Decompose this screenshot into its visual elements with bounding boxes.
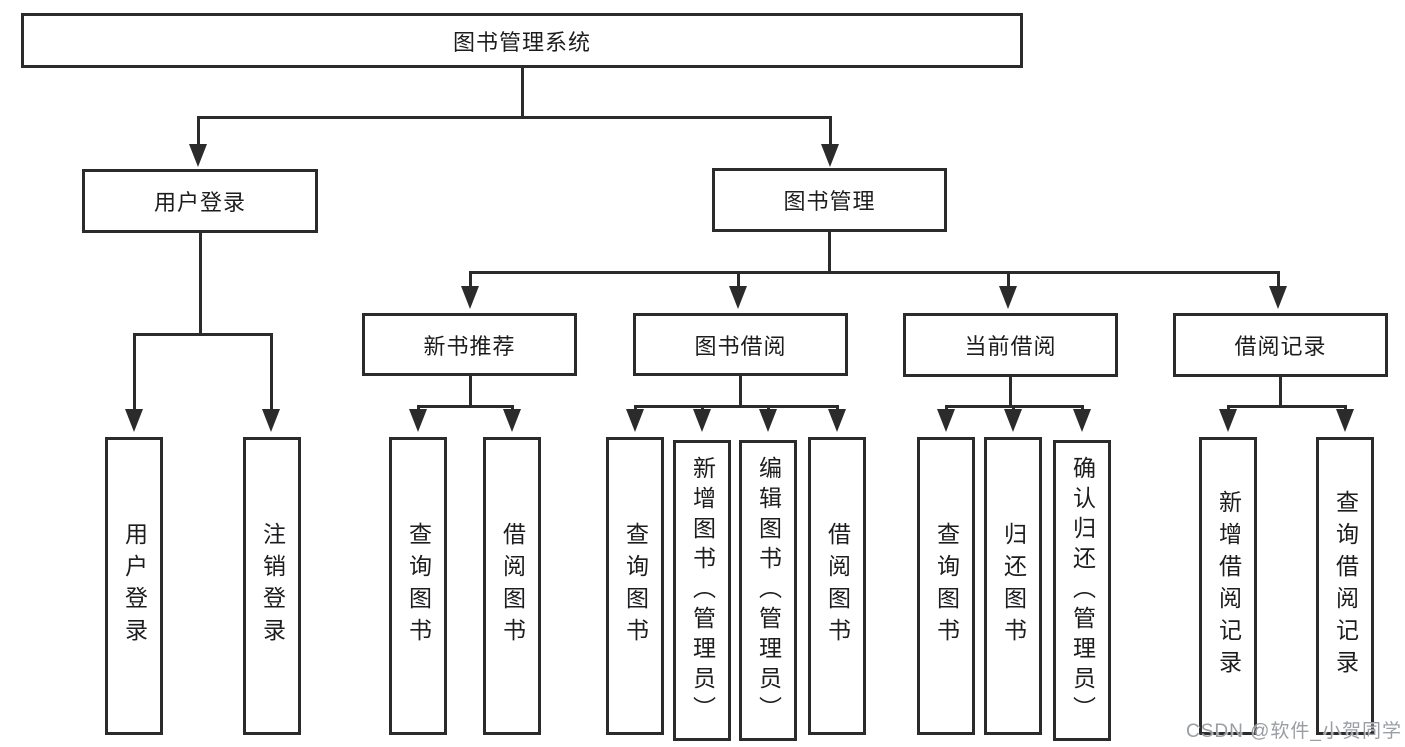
connector-line	[700, 405, 704, 412]
node-current-borrow: 当前借阅	[903, 313, 1118, 377]
leaf-user-login: 用户登录	[105, 437, 163, 735]
connector-line	[132, 333, 273, 336]
leaf-confirm-return-admin: 确认归还（管理员）	[1053, 440, 1111, 741]
arrow-down-icon	[1004, 409, 1022, 432]
node-book-borrow: 图书借阅	[633, 313, 848, 376]
connector-line	[736, 271, 740, 289]
arrow-down-icon	[999, 286, 1017, 309]
leaf-return-book: 归还图书	[984, 437, 1042, 735]
connector-line	[468, 271, 1280, 274]
connector-line	[1278, 373, 1282, 408]
arrow-down-icon	[262, 409, 280, 432]
connector-line	[828, 116, 832, 147]
connector-line	[520, 66, 524, 119]
leaf-query-books-borrow: 查询图书	[606, 437, 664, 735]
leaf-logout-login: 注销登录	[243, 437, 301, 735]
arrow-down-icon	[1073, 409, 1091, 432]
arrow-down-icon	[1269, 286, 1287, 309]
arrow-down-icon	[759, 409, 777, 432]
connector-line	[416, 405, 420, 412]
arrow-down-icon	[503, 409, 521, 432]
connector-line	[1080, 405, 1084, 412]
connector-line	[1226, 405, 1230, 412]
arrow-down-icon	[125, 409, 143, 432]
arrow-down-icon	[729, 286, 747, 309]
connector-line	[468, 271, 472, 289]
connector-line	[198, 230, 202, 336]
arrow-down-icon	[821, 144, 839, 167]
leaf-add-borrow-record: 新增借阅记录	[1199, 437, 1257, 735]
leaf-query-books-recommend: 查询图书	[389, 437, 447, 735]
leaf-edit-book-admin: 编辑图书（管理员）	[739, 440, 797, 741]
node-user-login: 用户登录	[82, 169, 318, 233]
arrow-down-icon	[626, 409, 644, 432]
arrow-down-icon	[461, 286, 479, 309]
connector-line	[1008, 373, 1012, 408]
connector-line	[196, 116, 832, 119]
connector-line	[633, 405, 637, 412]
leaf-borrow-books-recommend: 借阅图书	[483, 437, 541, 735]
connector-line	[633, 405, 839, 408]
connector-line	[1226, 405, 1347, 408]
arrow-down-icon	[937, 409, 955, 432]
connector-line	[1011, 405, 1015, 412]
node-library-system: 图书管理系统	[21, 13, 1023, 68]
connector-line	[1276, 271, 1280, 289]
connector-line	[835, 405, 839, 412]
arrow-down-icon	[1219, 409, 1237, 432]
node-new-book-recommend: 新书推荐	[362, 313, 577, 376]
leaf-add-book-admin: 新增图书（管理员）	[673, 440, 731, 741]
connector-line	[132, 333, 136, 412]
arrow-down-icon	[189, 144, 207, 167]
node-book-management: 图书管理	[712, 168, 947, 232]
arrow-down-icon	[409, 409, 427, 432]
leaf-query-books-current: 查询图书	[917, 437, 975, 735]
connector-line	[468, 373, 472, 408]
leaf-borrow-books-borrow: 借阅图书	[808, 437, 866, 735]
arrow-down-icon	[1336, 409, 1354, 432]
connector-line	[1006, 271, 1010, 289]
arrow-down-icon	[828, 409, 846, 432]
connector-line	[510, 405, 514, 412]
connector-line	[416, 405, 514, 408]
leaf-query-borrow-record: 查询借阅记录	[1316, 437, 1374, 735]
connector-line	[1343, 405, 1347, 412]
connector-line	[269, 333, 273, 412]
arrow-down-icon	[693, 409, 711, 432]
watermark: CSDN @软件_小贺同学	[1186, 721, 1402, 742]
connector-line	[738, 373, 742, 408]
node-borrow-records: 借阅记录	[1173, 313, 1388, 377]
connector-line	[196, 116, 200, 147]
connector-line	[944, 405, 948, 412]
connector-line	[766, 405, 770, 412]
connector-line	[827, 229, 831, 274]
